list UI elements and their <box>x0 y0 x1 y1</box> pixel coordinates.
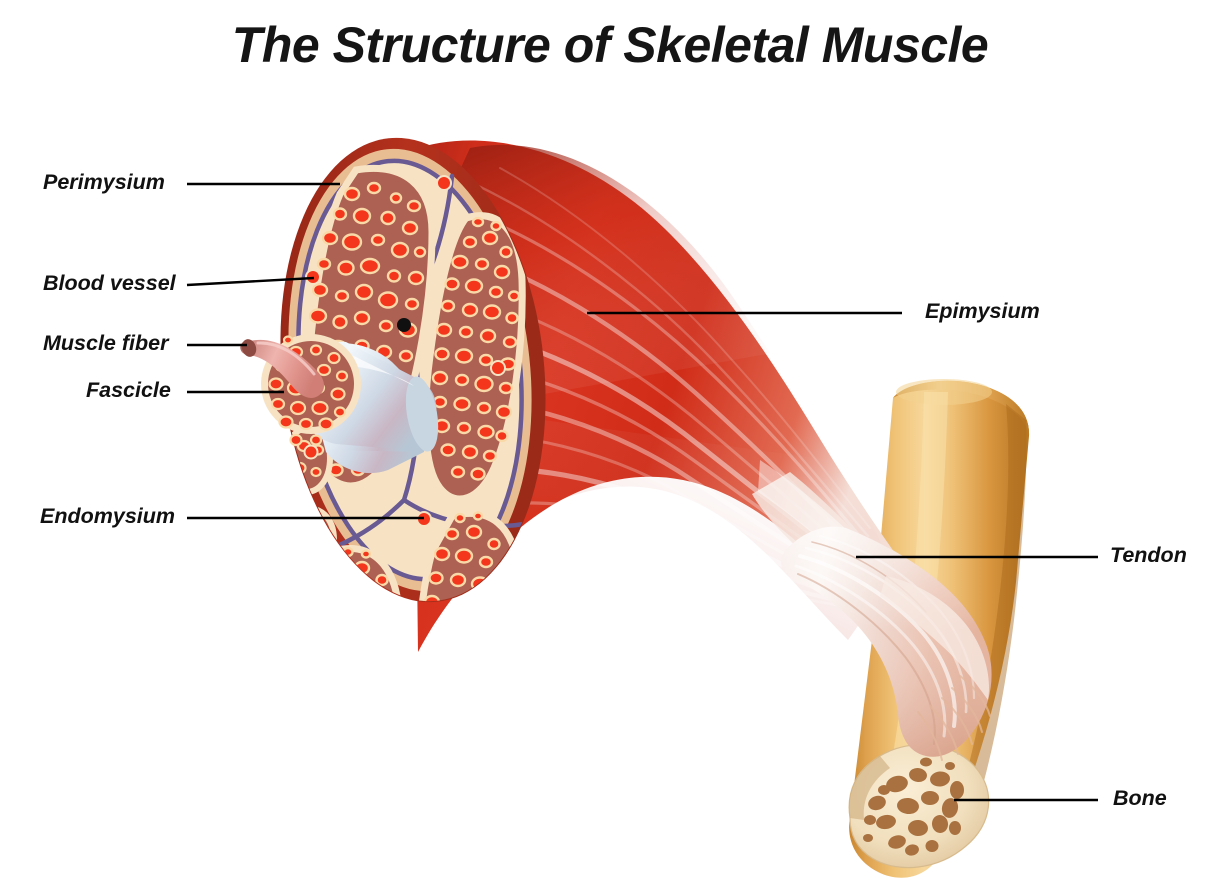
fascicle-body-cap <box>405 376 439 452</box>
fascicle-lower-left <box>307 545 404 615</box>
label-tendon: Tendon <box>1110 543 1187 567</box>
perimysium-junction-node <box>397 318 411 332</box>
muscle-fiber-cut-end <box>241 339 257 357</box>
muscle-cross-section <box>240 137 546 615</box>
protruding-fascicle <box>240 334 439 474</box>
endomysium-boundary <box>415 509 523 615</box>
muscle-fiber-strand <box>240 339 324 398</box>
label-epimysium: Epimysium <box>925 299 1040 323</box>
leader-line-blood-vessel <box>186 276 315 287</box>
label-perimysium: Perimysium <box>43 170 165 194</box>
bone-top-cap <box>893 380 1030 436</box>
tendon-shading <box>781 526 992 757</box>
bone-cut-rim-shadow <box>849 756 890 820</box>
label-blood-vessel: Blood vessel <box>43 271 176 295</box>
fascicle-upper-right <box>421 212 526 503</box>
tendon-insertion-fibers <box>917 675 991 761</box>
blood-vessel-dot <box>490 360 506 376</box>
label-endomysium: Endomysium <box>40 504 175 528</box>
blood-vessel-dot <box>303 444 319 460</box>
label-fascicle: Fascicle <box>86 378 171 402</box>
label-bone: Bone <box>1113 786 1167 810</box>
leader-lines <box>186 182 1098 802</box>
tendon-structure <box>781 526 992 761</box>
bone-marrow-spots <box>863 757 964 856</box>
page-title: The Structure of Skeletal Muscle <box>231 17 989 73</box>
bone-shaft-shadow <box>944 404 1027 848</box>
label-muscle-fiber: Muscle fiber <box>43 331 169 355</box>
blood-vessel-dot <box>436 175 452 191</box>
muscle-fiber-highlight <box>256 341 316 376</box>
tendon-bone-overlap <box>880 576 989 700</box>
